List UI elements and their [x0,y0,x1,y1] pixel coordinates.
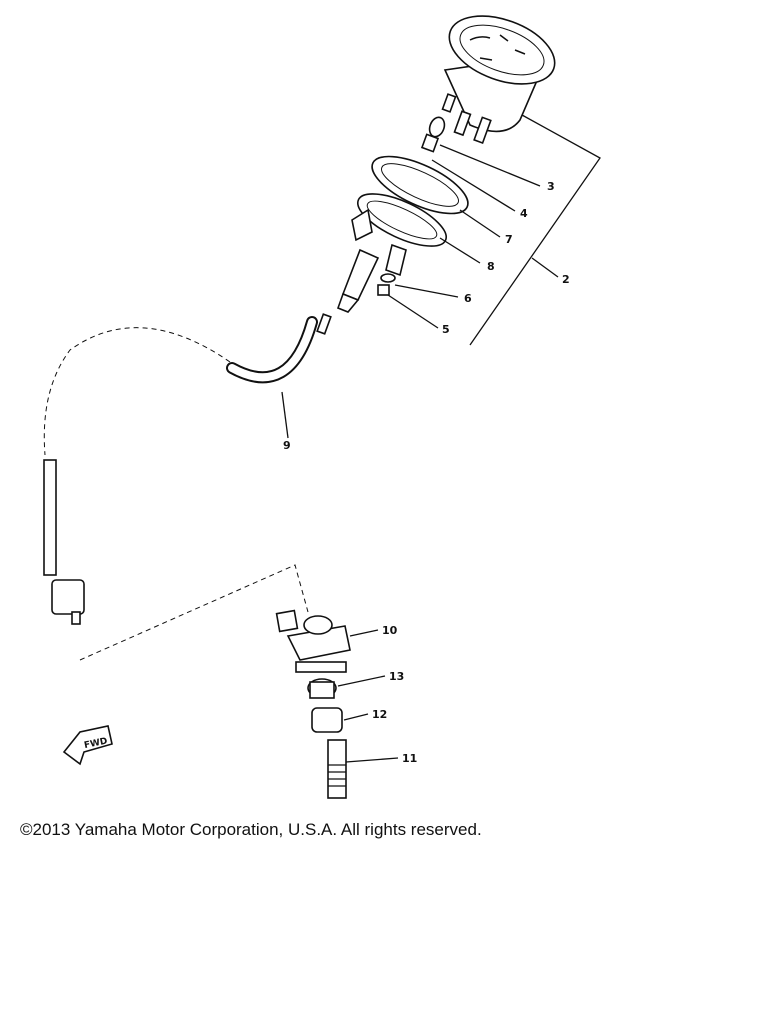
meter-gear-housing [311,707,343,733]
callout-9: 9 [283,439,291,452]
meter-cushion-ring [371,155,469,215]
fwd-arrow-icon: FWD [62,725,113,766]
meter-cable-connector [336,208,407,313]
meter-cable [43,313,332,661]
callout-2: 2 [562,273,570,286]
callout-leaders-upper [387,114,601,346]
callout-11: 11 [402,752,417,765]
callout-13: 13 [389,670,404,683]
callout-5: 5 [442,323,450,336]
meter-gear-unit [275,609,351,673]
fwd-label: FWD [83,736,108,751]
callout-8: 8 [487,260,495,273]
meter-bulb [420,116,446,153]
exploded-parts-diagram: FWD 3 4 7 8 2 6 5 9 10 13 12 11 [43,15,601,799]
meter-washer [380,273,396,283]
callout-6: 6 [464,292,472,305]
callout-10: 10 [382,624,398,637]
meter-nut [377,284,390,296]
copyright-notice: ©2013 Yamaha Motor Corporation, U.S.A. A… [20,820,482,839]
meter-drive-gear [327,739,347,799]
callout-3: 3 [547,180,555,193]
callout-12: 12 [372,708,387,721]
meter-bracket-ring [357,193,447,247]
callout-7: 7 [505,233,513,246]
callout-4: 4 [520,207,528,220]
meter-gear-bushing [307,678,337,699]
callout-leaders-lower [337,629,399,763]
speedometer-meter [441,15,556,145]
